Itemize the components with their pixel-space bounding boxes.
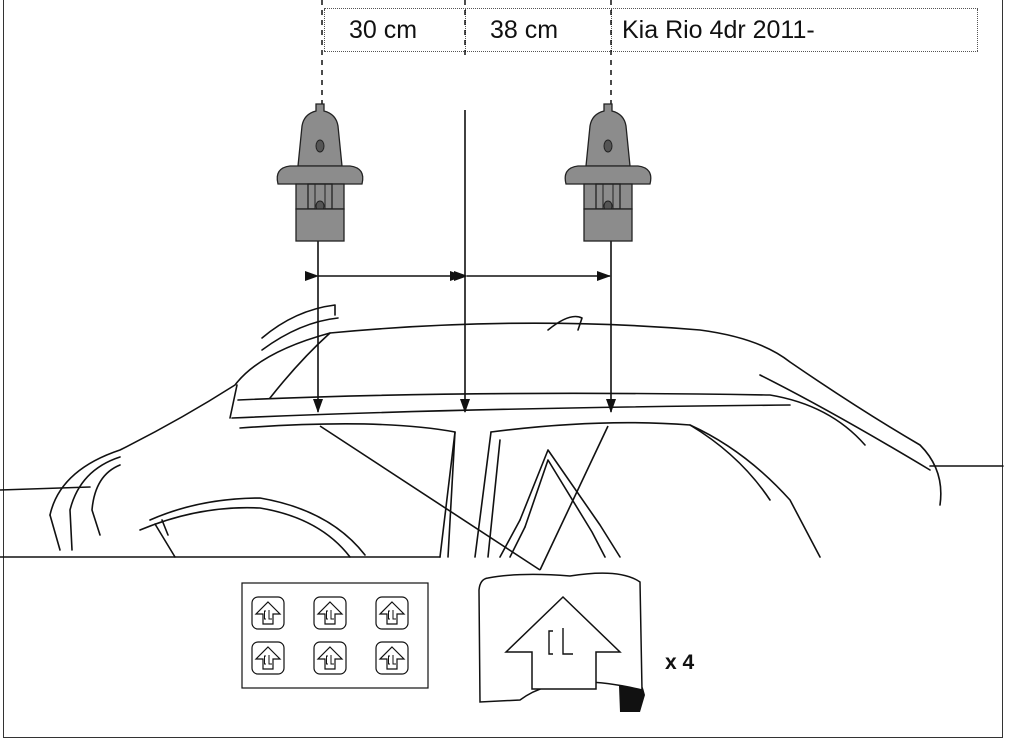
foot-left [276,103,364,242]
foot-right [564,103,652,242]
centre-dashed-lines [321,0,612,104]
sticker-sheet [241,582,429,689]
car-silhouette [0,304,1004,558]
measurement-table: 30 cm 38 cm Kia Rio 4dr 2011- [324,8,978,52]
mounting-lines [305,110,616,571]
arrow-up-sticker-icon [478,572,645,712]
sticker-quantity-label: x 4 [665,651,695,674]
vehicle-model-cell: Kia Rio 4dr 2011- [612,9,978,51]
rear-spacing-cell: 38 cm [466,9,612,51]
front-spacing-cell: 30 cm [324,9,466,51]
